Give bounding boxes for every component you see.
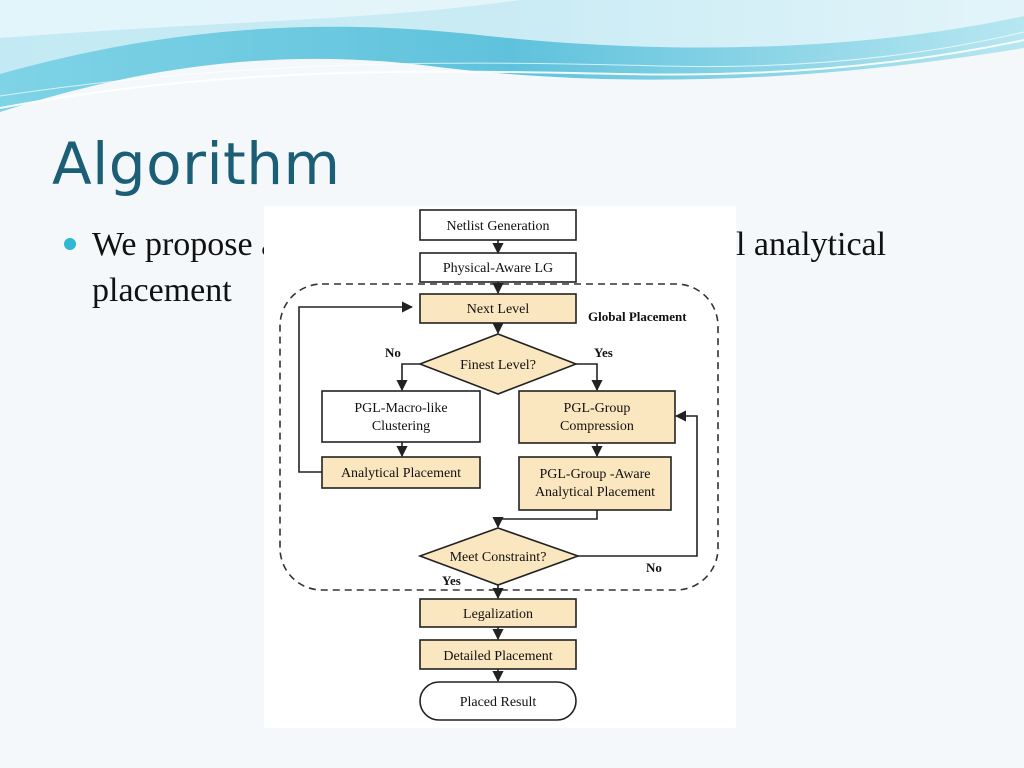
global-placement-region [279, 283, 719, 591]
bullet-dot-icon [64, 238, 76, 250]
label-compression-line1: PGL-Group [564, 401, 631, 416]
label-meet-constraint: Meet Constraint? [450, 550, 547, 565]
node-group-compression [518, 390, 676, 444]
edge-finest-no [396, 363, 420, 392]
edge-aware-constraint [492, 510, 598, 529]
edge-analytical-loop [298, 301, 414, 473]
node-legalization [419, 598, 577, 628]
label-netlist-generation: Netlist Generation [446, 219, 549, 234]
slide-title: Algorithm [52, 130, 341, 198]
label-compression-line2: Compression [560, 419, 634, 434]
label-legalization: Legalization [463, 607, 533, 622]
label-analytical-placement: Analytical Placement [341, 466, 461, 481]
edge-label-constraint-yes: Yes [442, 573, 461, 588]
flow-edges [298, 240, 698, 683]
label-aware-line1: PGL-Group -Aware [539, 467, 650, 482]
edge-label-finest-no: No [385, 345, 401, 360]
label-detailed-placement: Detailed Placement [443, 649, 552, 664]
node-group-aware-placement [518, 456, 672, 511]
label-placed-result: Placed Result [460, 695, 537, 710]
node-netlist-generation [419, 209, 577, 241]
edge-finest-yes [576, 363, 603, 392]
edge-constraint-no-loop [578, 410, 698, 557]
label-clustering-line1: PGL-Macro-like [354, 401, 447, 416]
label-finest-level: Finest Level? [460, 358, 536, 373]
node-macro-clustering [321, 390, 481, 443]
node-finest-level [417, 333, 579, 395]
edge-label-finest-yes: Yes [594, 345, 613, 360]
flowchart-figure: Global Placement [264, 206, 736, 728]
node-physical-aware-lg [419, 252, 577, 283]
global-placement-label: Global Placement [588, 309, 687, 324]
node-placed-result [419, 681, 577, 721]
edge-label-constraint-no: No [646, 560, 662, 575]
node-detailed-placement [419, 639, 577, 670]
header-wave-decoration [0, 0, 1024, 120]
label-aware-line2: Analytical Placement [535, 485, 655, 500]
node-next-level [419, 293, 577, 324]
label-clustering-line2: Clustering [372, 419, 430, 434]
label-physical-aware-lg: Physical-Aware LG [443, 261, 553, 276]
node-analytical-placement [321, 456, 481, 489]
node-meet-constraint [417, 527, 581, 586]
label-next-level: Next Level [467, 302, 530, 317]
